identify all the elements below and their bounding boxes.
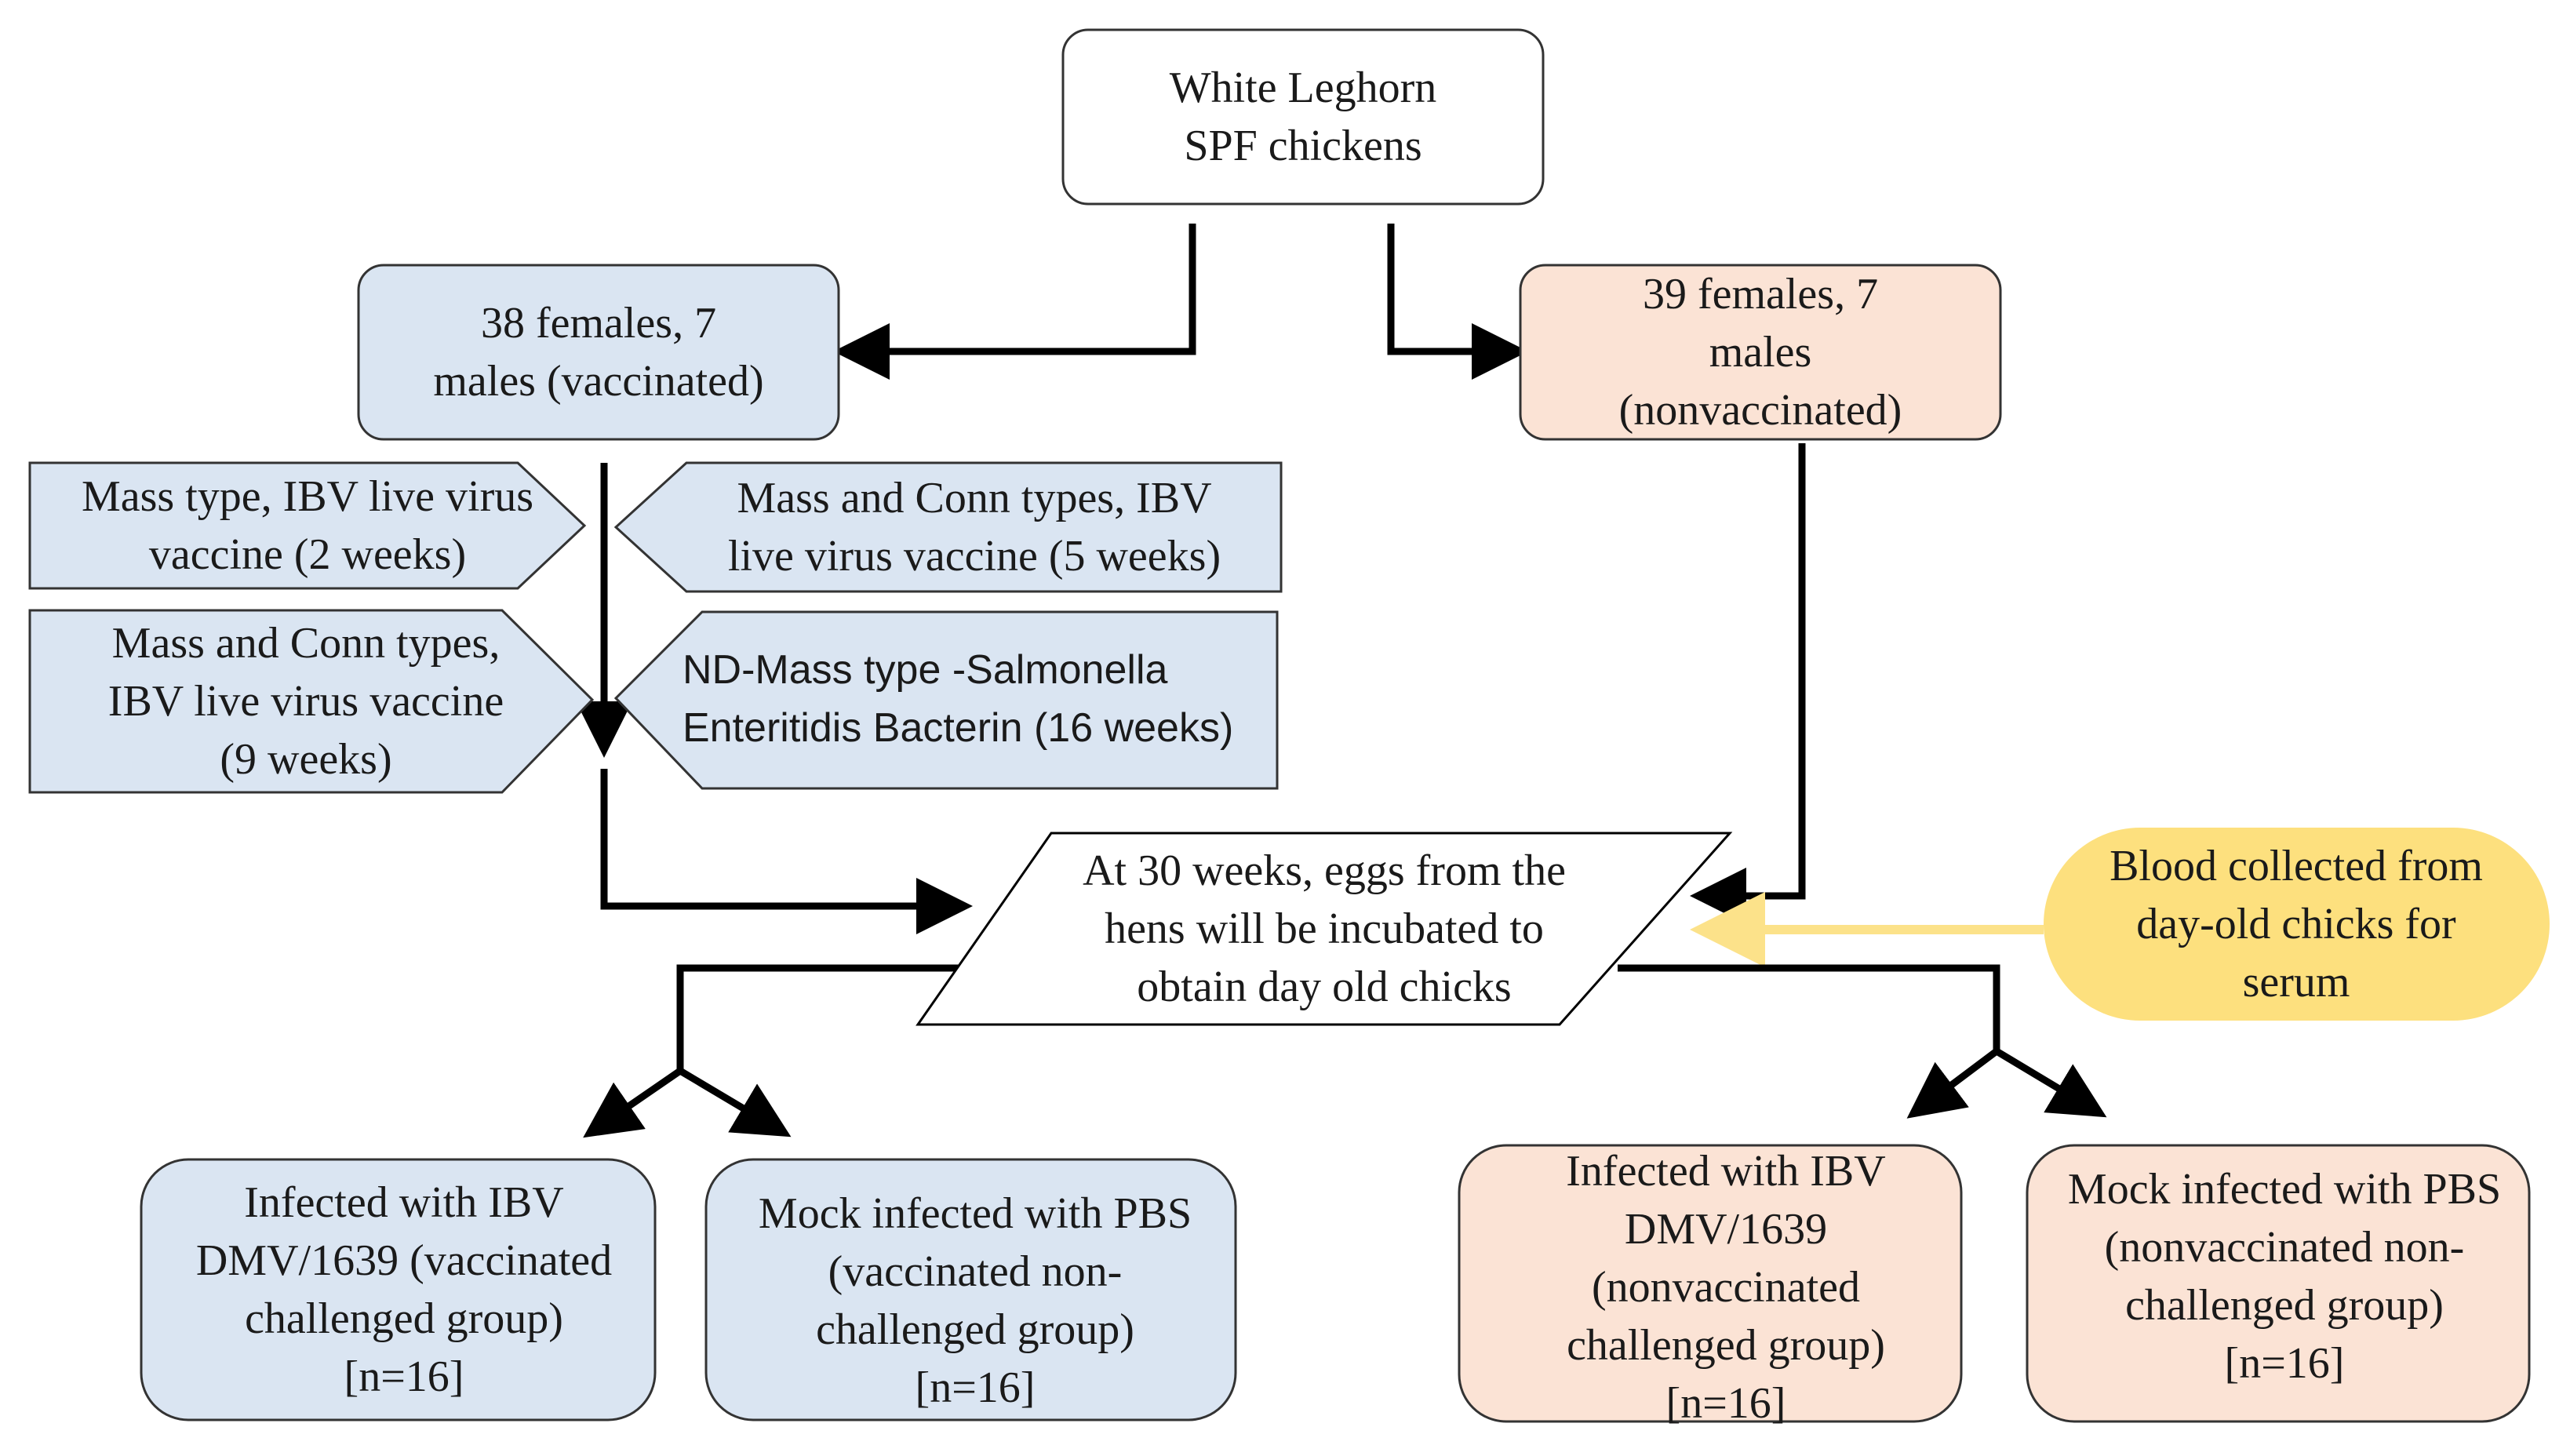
incubation-label: At 30 weeks, eggs from the hens will be i… [1083, 846, 1566, 1011]
incubation-line-2: hens will be incubated to [1105, 905, 1544, 953]
vaccinated-label: 38 females, 7 males (vaccinated) [433, 299, 763, 406]
arrow-to-vax-challenged [583, 1068, 683, 1138]
nonvaccinated-node: 39 females, 7 males (nonvaccinated) [1519, 264, 2002, 441]
vaccinated-line-1: 38 females, 7 [481, 299, 716, 348]
vaccinated-line-2: males (vaccinated) [433, 357, 763, 406]
arrow-to-nonvax-mock [1994, 1048, 2107, 1118]
blood-line-1: Blood collected from [2110, 842, 2483, 890]
nonvaccinated-line-1: 39 females, 7 [1643, 270, 1878, 318]
vaccinated-box [357, 264, 840, 441]
vaccine-16wk-line-2: Enteritidis Bacterin (16 weeks) [683, 705, 1233, 751]
arrow-nonvaccinated-to-incubation [1690, 443, 1806, 924]
blood-line-3: serum [2243, 958, 2350, 1006]
blood-shape [2044, 828, 2550, 1021]
vax-mock-box [704, 1158, 1237, 1421]
vaccine-2wk-node: Mass type, IBV live virus vaccine (2 week… [28, 461, 587, 590]
nonvaccinated-line-2: males [1709, 328, 1812, 377]
vax-mock-node: Mock infected with PBS (vaccinated non-ch… [704, 1158, 1237, 1421]
vaccine-5wk-line-1: Mass and Conn types, IBV [737, 474, 1211, 522]
vax-challenged-box [140, 1158, 657, 1421]
vaccine-2wk-line-1: Mass type, IBV live virus [82, 472, 533, 521]
vax-mock-line-2: (vaccinated non- [828, 1247, 1123, 1296]
source-box [1061, 28, 1545, 206]
blood-line-2: day-old chicks for [2136, 900, 2456, 948]
vaccine-5wk-node: Mass and Conn types, IBV live virus vacci… [613, 461, 1283, 593]
arrow-to-vax-mock [678, 1068, 792, 1138]
vaccine-9wk-label: Mass and Conn types, IBV live virus vacci… [108, 619, 504, 784]
nonvax-mock-line-1: Mock infected with PBS [2068, 1165, 2501, 1214]
nonvax-mock-line-2: (nonvaccinated non- [2105, 1223, 2465, 1272]
nonvax-mock-line-4: [n=16] [2225, 1339, 2345, 1388]
nonvax-challenged-node: Infected with IBV DMV/1639 (nonvaccinated c… [1458, 1144, 1963, 1428]
vaccine-9wk-shape [28, 609, 595, 794]
branch-left-stem [676, 964, 959, 1071]
incubation-line-3: obtain day old chicks [1137, 963, 1511, 1011]
nonvax-mock-line-3: challenged group) [2125, 1281, 2444, 1330]
nonvaccinated-label: 39 females, 7 males (nonvaccinated) [1619, 270, 1902, 435]
nonvax-challenged-line-3: (nonvaccinated [1592, 1263, 1860, 1312]
vaccine-2wk-shape [28, 461, 587, 590]
vax-mock-line-3: challenged group) [816, 1305, 1134, 1354]
incubation-node: At 30 weeks, eggs from the hens will be i… [916, 832, 1733, 1026]
nonvaccinated-box [1519, 264, 2002, 441]
vaccine-9wk-node: Mass and Conn types, IBV live virus vacci… [28, 609, 595, 794]
nonvax-challenged-line-4: challenged group) [1567, 1321, 1885, 1370]
vax-mock-line-1: Mock infected with PBS [759, 1189, 1192, 1238]
arrow-source-to-nonvaccinated [1387, 224, 1528, 380]
vax-challenged-line-4: [n=16] [344, 1352, 464, 1401]
incubation-shape [916, 832, 1733, 1026]
vaccine-9wk-line-2: IBV live virus vaccine [108, 677, 504, 726]
vax-mock-line-4: [n=16] [916, 1363, 1036, 1412]
vax-challenged-line-1: Infected with IBV [244, 1178, 563, 1227]
blood-label: Blood collected from day-old chicks for se… [2110, 842, 2483, 1006]
nonvax-challenged-box [1458, 1144, 1963, 1423]
nonvaccinated-line-3: (nonvaccinated) [1619, 386, 1902, 435]
arrow-to-nonvax-challenged [1906, 1048, 1999, 1119]
incubation-line-1: At 30 weeks, eggs from the [1083, 846, 1566, 895]
nonvax-mock-label: Mock infected with PBS (nonvaccinated non… [2068, 1165, 2501, 1388]
nonvax-challenged-label: Infected with IBV DMV/1639 (nonvaccinated c… [1566, 1147, 1885, 1428]
vaccine-5wk-shape [613, 461, 1283, 593]
vax-mock-label: Mock infected with PBS (vaccinated non-ch… [759, 1189, 1192, 1412]
vaccine-9wk-line-3: (9 weeks) [220, 735, 391, 784]
nonvax-challenged-line-5: [n=16] [1666, 1379, 1786, 1428]
nonvax-mock-box [2026, 1144, 2531, 1423]
vaccine-5wk-line-2: live virus vaccine (5 weeks) [728, 532, 1221, 581]
connectors [576, 224, 2107, 1138]
vax-challenged-line-2: DMV/1639 (vaccinated [196, 1236, 612, 1285]
vax-challenged-node: Infected with IBV DMV/1639 (vaccinated cha… [140, 1158, 657, 1421]
vaccine-9wk-line-1: Mass and Conn types, [112, 619, 501, 668]
vaccine-16wk-shape [613, 610, 1279, 790]
nonvax-challenged-line-2: DMV/1639 [1625, 1205, 1827, 1254]
nonvax-challenged-line-1: Infected with IBV [1566, 1147, 1885, 1196]
vax-challenged-line-3: challenged group) [245, 1294, 563, 1343]
source-line-1: White Leghorn [1170, 64, 1437, 112]
nonvax-mock-node: Mock infected with PBS (nonvaccinated non… [2026, 1144, 2531, 1423]
vax-challenged-label: Infected with IBV DMV/1639 (vaccinated cha… [196, 1178, 612, 1401]
branch-right-stem [1618, 964, 2000, 1051]
vaccine-16wk-line-1: ND-Mass type -Salmonella [683, 647, 1167, 693]
vaccine-5wk-label: Mass and Conn types, IBV live virus vacci… [728, 474, 1221, 581]
vaccine-2wk-line-2: vaccine (2 weeks) [149, 530, 466, 579]
source-line-2: SPF chickens [1184, 122, 1422, 170]
arrow-vaccinated-to-incubation [600, 769, 973, 934]
arrow-source-to-vaccinated [833, 224, 1196, 380]
vaccine-2wk-label: Mass type, IBV live virus vaccine (2 week… [82, 472, 533, 579]
blood-node: Blood collected from day-old chicks for se… [2044, 828, 2550, 1021]
vaccinated-node: 38 females, 7 males (vaccinated) [357, 264, 840, 441]
